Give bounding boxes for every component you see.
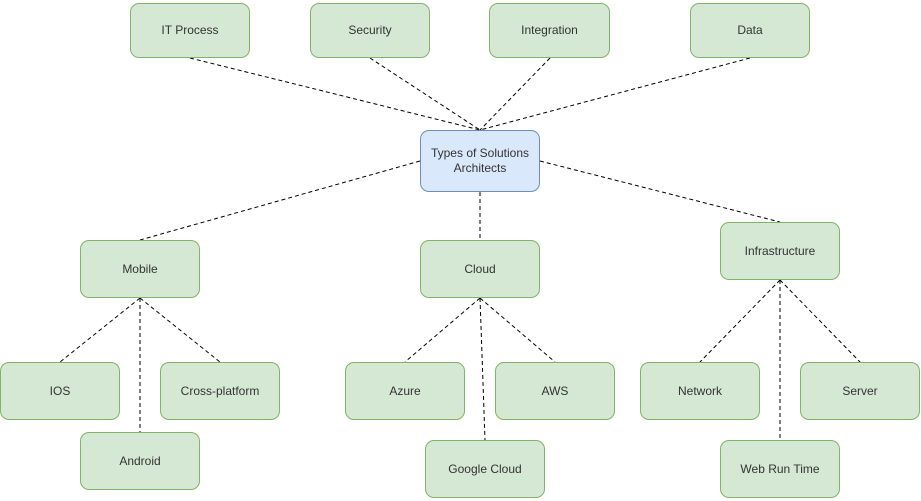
connector-root-data xyxy=(479,57,751,131)
node-network: Network xyxy=(640,362,760,420)
connector-root-infrastructure xyxy=(539,160,781,223)
node-ios: IOS xyxy=(0,362,120,420)
connector-cloud-aws xyxy=(479,297,556,363)
connector-root-integration xyxy=(479,57,551,131)
node-root-types-of-solutions-architects: Types of Solutions Architects xyxy=(420,130,540,192)
node-aws: AWS xyxy=(495,362,615,420)
node-security: Security xyxy=(310,3,430,58)
node-mobile: Mobile xyxy=(80,240,200,298)
node-it-process: IT Process xyxy=(130,3,250,58)
node-azure: Azure xyxy=(345,362,465,420)
node-infrastructure: Infrastructure xyxy=(720,222,840,280)
node-google-cloud: Google Cloud xyxy=(425,440,545,498)
connector-cloud-google-cloud xyxy=(479,297,486,441)
node-web-run-time: Web Run Time xyxy=(720,440,840,498)
node-server: Server xyxy=(800,362,920,420)
node-integration: Integration xyxy=(489,3,610,58)
connector-root-it-process xyxy=(189,57,481,131)
connector-mobile-cross-platform xyxy=(139,297,221,363)
node-cross-platform: Cross-platform xyxy=(160,362,280,420)
node-data: Data xyxy=(690,3,810,58)
connector-cloud-azure xyxy=(404,297,481,363)
node-android: Android xyxy=(80,432,200,490)
connector-infrastructure-network xyxy=(699,279,781,363)
connector-root-security xyxy=(369,57,481,131)
connector-infrastructure-server xyxy=(779,279,861,363)
connector-root-mobile xyxy=(139,160,421,241)
node-cloud: Cloud xyxy=(420,240,540,298)
connector-mobile-ios xyxy=(59,297,141,363)
